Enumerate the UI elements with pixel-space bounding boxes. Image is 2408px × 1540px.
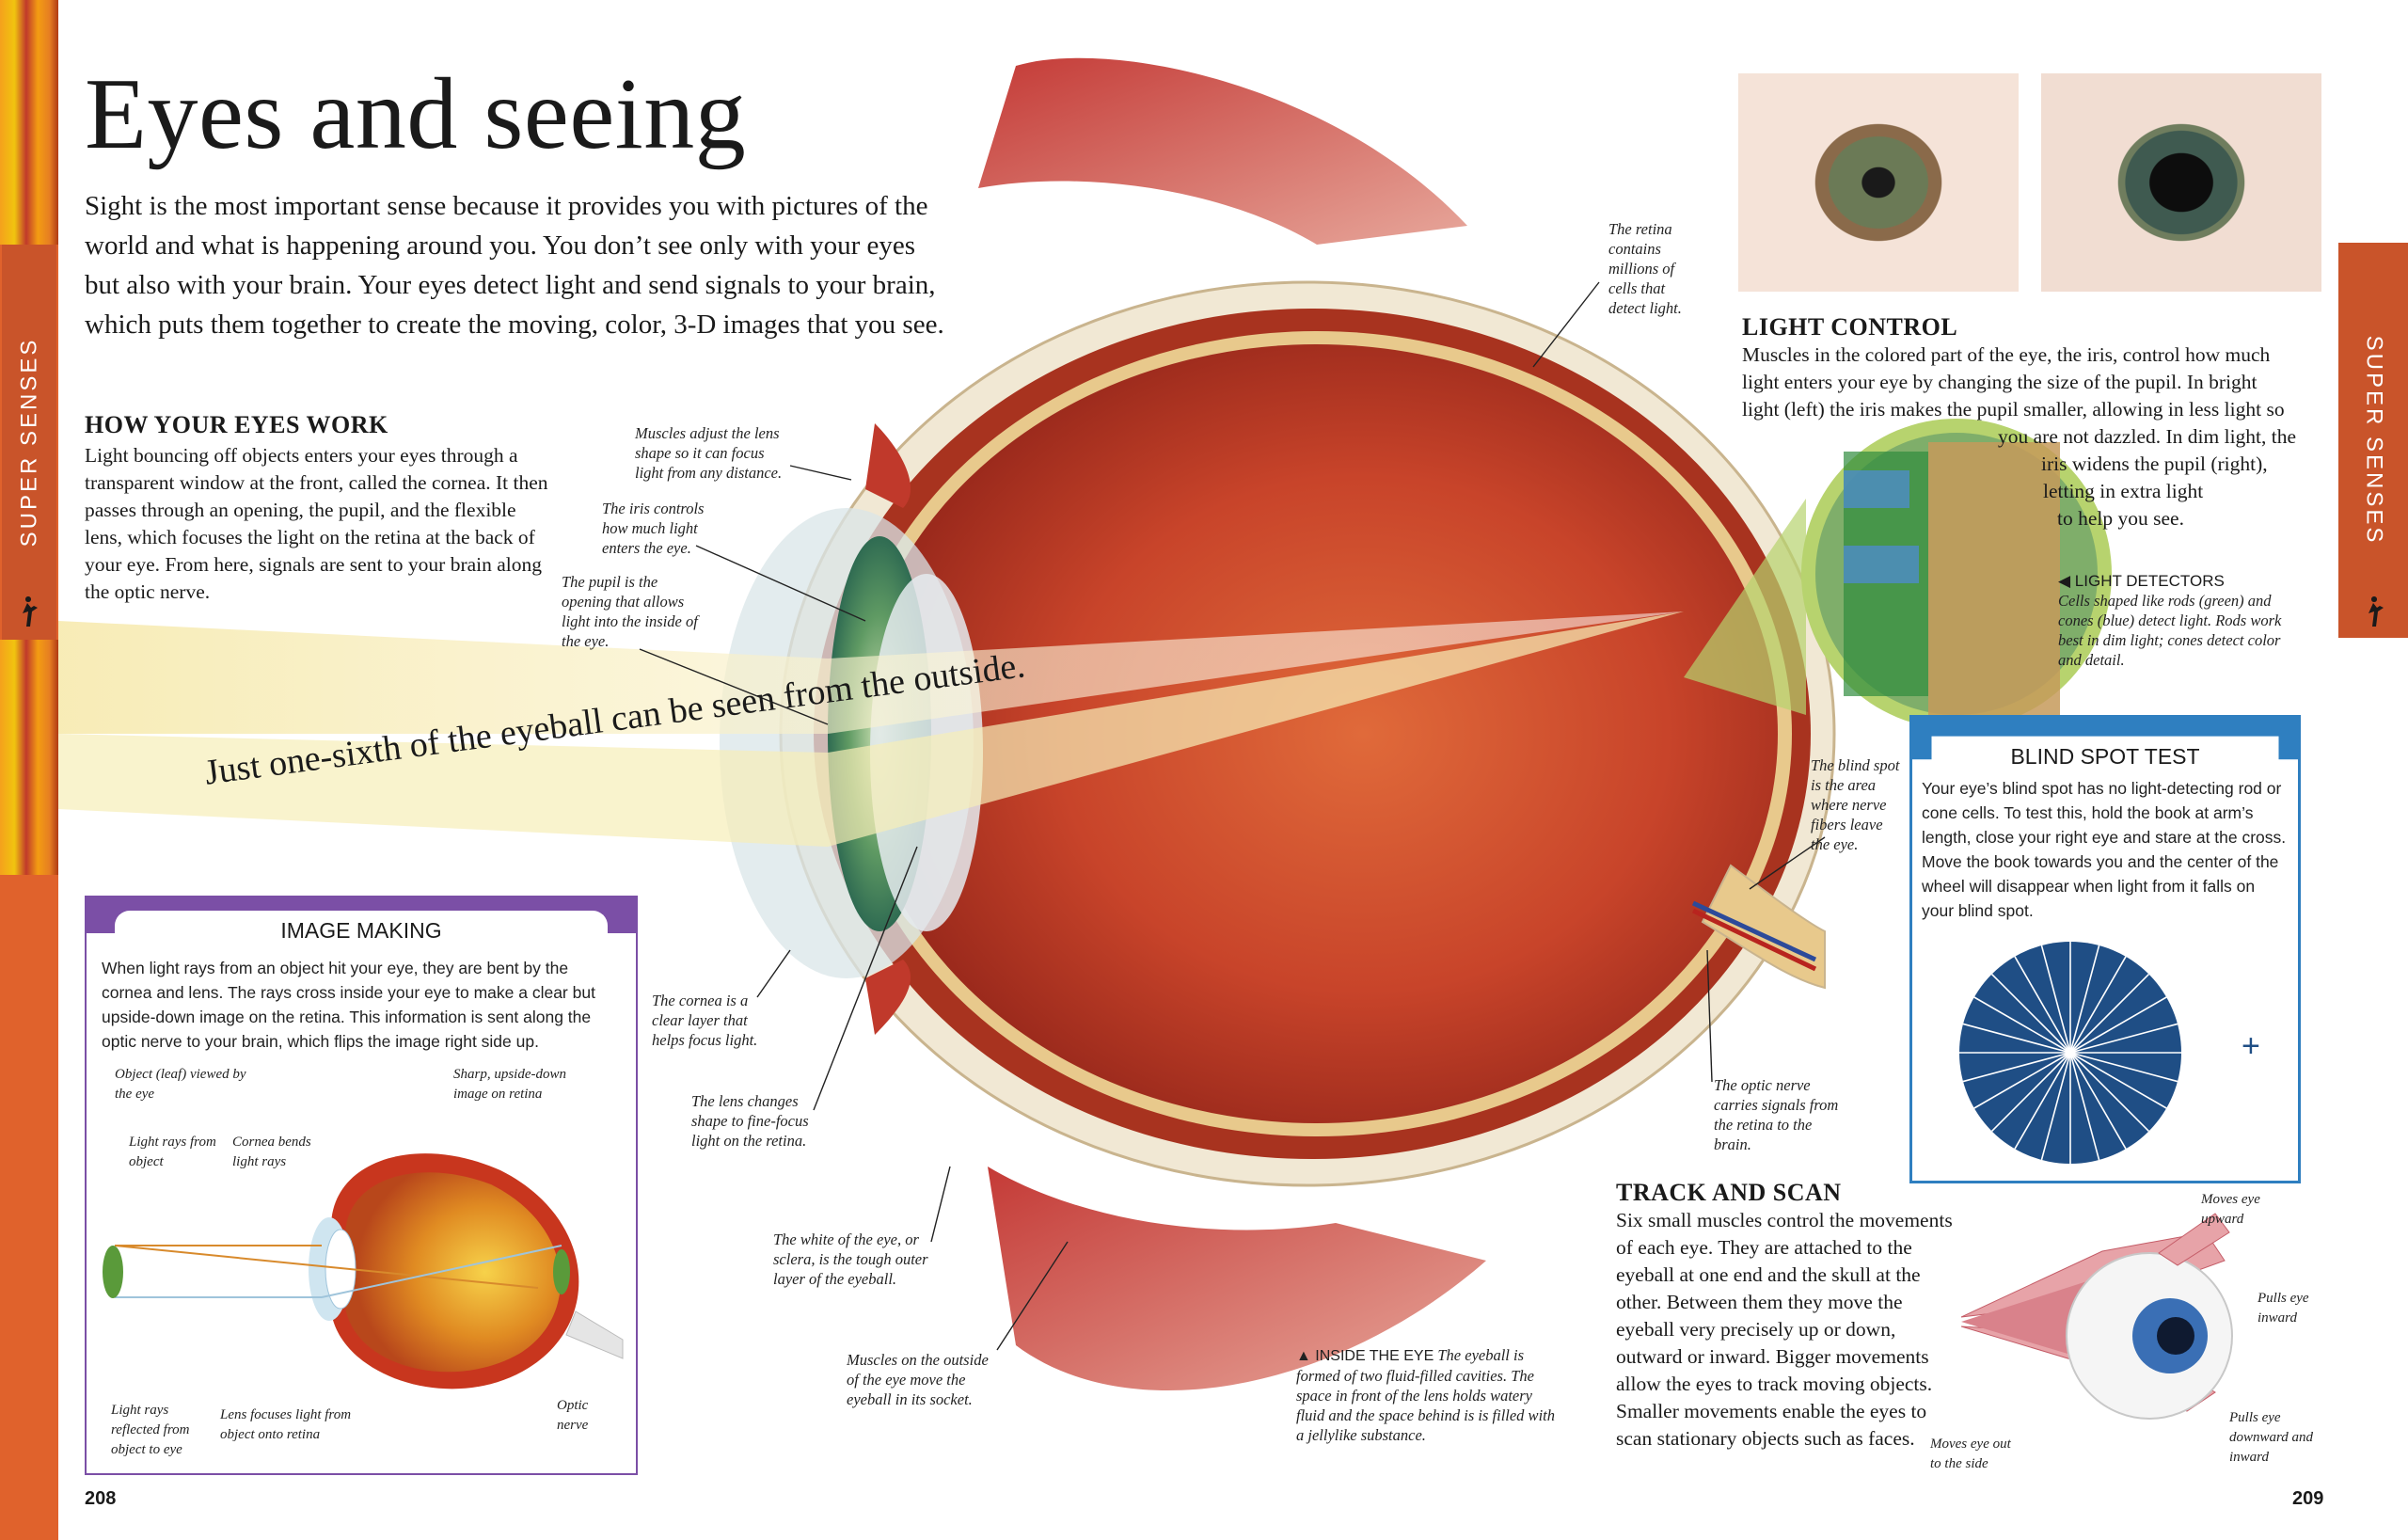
- photo-eye-bright-light: [1738, 73, 2019, 292]
- blind-spot-wheel: [1959, 942, 2181, 1164]
- label-rays-from: Light rays from object: [129, 1135, 216, 1169]
- small-optic-nerve: [565, 1310, 624, 1359]
- blind-spot-test-box: BLIND SPOT TEST Your eye’s blind spot ha…: [1909, 715, 2301, 1183]
- track-scan-body: Six small muscles control the movements …: [1616, 1209, 1953, 1450]
- light-control-line: to help you see.: [2057, 507, 2184, 530]
- light-control-line: iris widens the pupil (right),: [2041, 452, 2268, 475]
- label-pulls-inward: Pulls eye inward: [2258, 1291, 2309, 1326]
- wheel-spoke: [2069, 1052, 2178, 1083]
- caption-retina: The retina contains millions of cells th…: [1608, 220, 1682, 317]
- wheel-spoke: [2069, 956, 2127, 1054]
- wheel-spoke: [2069, 1052, 2167, 1109]
- wheel-spoke: [1973, 1052, 2071, 1109]
- label-pulls-down: Pulls eye downward and inward: [2229, 1410, 2314, 1465]
- light-detectors-caption: ◀ LIGHT DETECTORS Cells shaped like rods…: [2058, 572, 2284, 670]
- top-muscle: [978, 57, 1467, 245]
- label-object: Object (leaf) viewed by the eye: [115, 1067, 246, 1102]
- small-eye-inner: [345, 1172, 561, 1373]
- leaf-image: [553, 1249, 570, 1294]
- light-control-heading: LIGHT CONTROL: [1742, 313, 1958, 341]
- runner-icon: [23, 596, 38, 627]
- wheel-spoke: [1990, 1052, 2071, 1133]
- bottom-muscle: [988, 1167, 1486, 1391]
- wheel-spoke: [1990, 973, 2071, 1054]
- light-beam-upper: [58, 611, 1684, 734]
- wheel-spoke: [2040, 1052, 2071, 1161]
- blind-spot-body: Your eye’s blind spot has no light-detec…: [1922, 779, 2287, 920]
- label-moves-out: Moves eye out to the side: [1930, 1437, 2011, 1471]
- image-making-diagram: [103, 1153, 624, 1389]
- zoom-connector: [1684, 499, 1806, 715]
- ciliary-muscle-bottom: [865, 960, 911, 1035]
- wheel-spoke: [1962, 1023, 2071, 1054]
- side-tab-right: SUPER SENSES: [2338, 243, 2408, 638]
- inside-eye-text: The eyeball is formed of two fluid-fille…: [1296, 1346, 1555, 1444]
- wheel-spoke: [2069, 945, 2100, 1054]
- label-moves-up: Moves eye upward: [2201, 1192, 2260, 1227]
- intro-text: Sight is the most important sense becaus…: [85, 191, 944, 340]
- inside-eye-marker: ▲ INSIDE THE EYE: [1296, 1348, 1434, 1364]
- caption-iris: The iris controls how much light enters …: [602, 500, 705, 557]
- caption-cornea: The cornea is a clear layer that helps f…: [652, 992, 758, 1049]
- caption-muscles-lens: Muscles adjust the lens shape so it can …: [635, 424, 783, 482]
- caption-inside-the-eye: ▲ INSIDE THE EYE The eyeball is formed o…: [1296, 1345, 1560, 1445]
- track-scan-heading: TRACK AND SCAN: [1616, 1179, 1842, 1206]
- label-reflected: Light rays reflected from object to eye: [111, 1403, 190, 1457]
- page-title: Eyes and seeing: [85, 58, 747, 170]
- leaf-object: [103, 1246, 123, 1298]
- image-making-body: When light rays from an object hit your …: [102, 959, 595, 1051]
- image-making-title: IMAGE MAKING: [280, 918, 442, 943]
- wheel-spoke: [2040, 945, 2071, 1054]
- wheel-spoke: [1973, 996, 2071, 1054]
- caption-lens: The lens changes shape to fine-focus lig…: [691, 1092, 809, 1150]
- image-making-box: IMAGE MAKING When light rays from an obj…: [85, 896, 638, 1475]
- label-lens-focuses: Lens focuses light from object onto reti…: [220, 1407, 352, 1442]
- label-optic-nerve: Optic nerve: [557, 1398, 589, 1433]
- light-control-line: Muscles in the colored part of the eye, …: [1742, 343, 2271, 366]
- wheel-spoke: [2014, 956, 2071, 1054]
- wheel-spoke: [2069, 1052, 2127, 1150]
- blind-spot-cross: +: [2242, 1028, 2260, 1064]
- vitreous-body: [856, 344, 1778, 1123]
- page-number-left: 208: [85, 1488, 117, 1509]
- how-eyes-work-body: Light bouncing off objects enters your e…: [85, 444, 548, 603]
- blind-spot-title: BLIND SPOT TEST: [2010, 744, 2200, 769]
- caption-optic-nerve: The optic nerve carries signals from the…: [1714, 1076, 1839, 1153]
- photo-eye-dim-light: [2041, 73, 2321, 292]
- wheel-spoke: [2069, 1052, 2100, 1161]
- caption-sclera: The white of the eye, or sclera, is the …: [773, 1230, 928, 1288]
- left-edge-photo-top: [0, 0, 58, 245]
- light-detectors-text: Cells shaped like rods (green) and cones…: [2058, 592, 2282, 669]
- side-tab-left: SUPER SENSES: [2, 245, 56, 640]
- light-control-line: light enters your eye by changing the si…: [1742, 371, 2258, 393]
- ciliary-muscle-top: [865, 423, 911, 508]
- label-sharp-image: Sharp, upside-down image on retina: [453, 1067, 566, 1102]
- light-control-line: letting in extra light: [2043, 480, 2204, 502]
- caption-pupil: The pupil is the opening that allows lig…: [562, 573, 698, 650]
- eye-muscles-diagram: [1961, 1213, 2233, 1420]
- left-edge-photo-bottom: [0, 640, 58, 875]
- caption-blind-spot: The blind spot is the area where nerve f…: [1811, 756, 1900, 853]
- light-detectors-marker: ◀ LIGHT DETECTORS: [2058, 572, 2225, 590]
- caption-socket-muscles: Muscles on the outside of the eye move t…: [847, 1351, 989, 1408]
- runner-icon: [2368, 596, 2384, 627]
- wheel-spoke: [2069, 1023, 2178, 1054]
- light-beam-lower: [58, 611, 1684, 847]
- light-control-body: Muscles in the colored part of the eye, …: [1742, 341, 2325, 532]
- light-control-line: you are not dazzled. In dim light, the: [1998, 425, 2297, 448]
- eyeball-pupil: [2157, 1317, 2194, 1355]
- wheel-spoke: [2069, 973, 2150, 1054]
- label-cornea-bends: Cornea bends light rays: [232, 1135, 311, 1169]
- wheel-spoke: [1962, 1052, 2071, 1083]
- how-eyes-work-heading: HOW YOUR EYES WORK: [85, 411, 388, 438]
- wheel-spoke: [2069, 996, 2167, 1054]
- light-control-line: light (left) the iris makes the pupil sm…: [1742, 398, 2285, 421]
- wheel-spoke: [2069, 1052, 2150, 1133]
- wheel-spoke: [2014, 1052, 2071, 1150]
- page-number-right: 209: [2292, 1488, 2324, 1509]
